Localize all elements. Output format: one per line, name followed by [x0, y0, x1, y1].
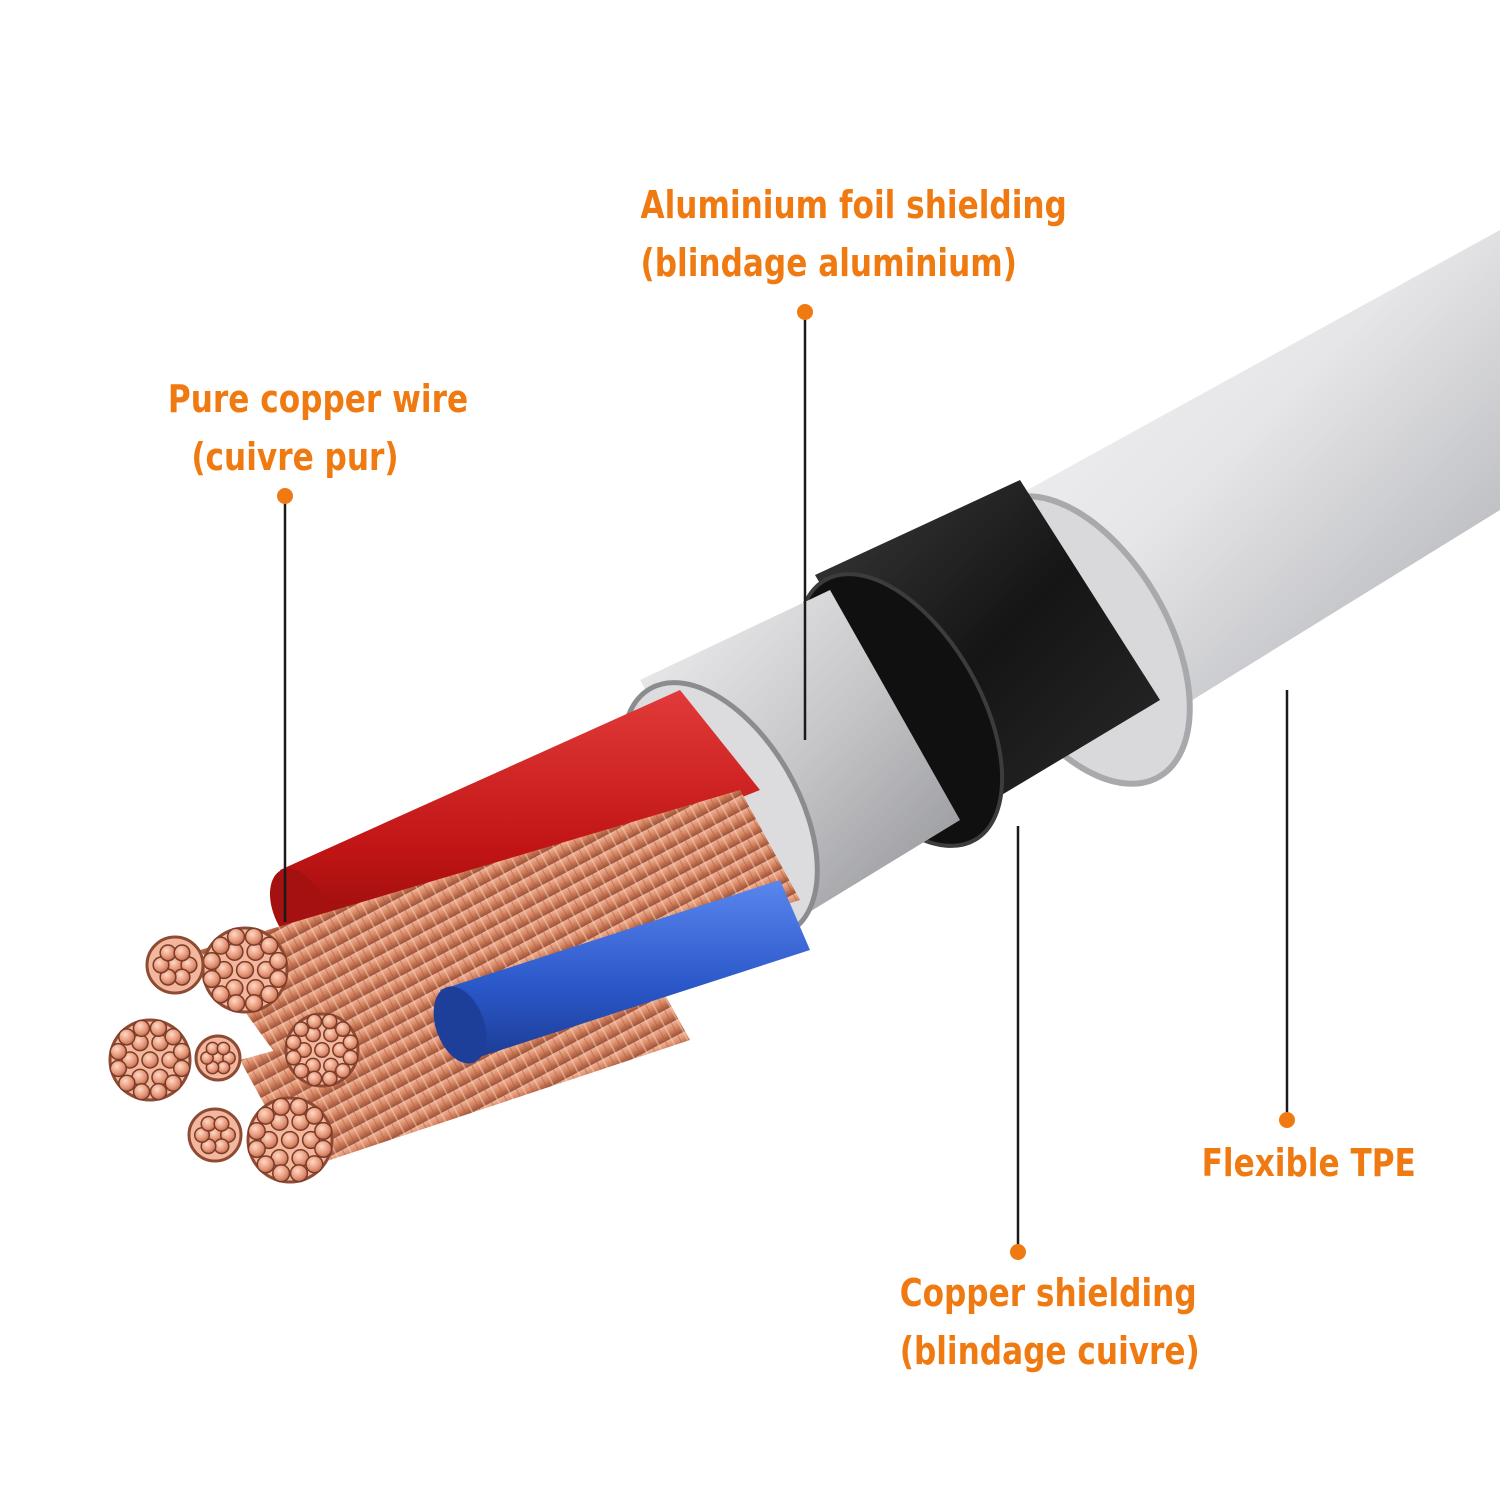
copper-strand: [202, 951, 221, 971]
copper-strand: [314, 1042, 330, 1058]
copper-strand: [334, 1021, 351, 1038]
copper-strand: [244, 994, 264, 1013]
copper-strand: [342, 1034, 359, 1051]
copper-strand: [141, 1051, 159, 1069]
copper-strand: [244, 927, 264, 946]
copper-strand: [289, 1097, 309, 1116]
copper-strand: [211, 936, 230, 955]
copper-strand: [256, 960, 276, 980]
copper-strand: [334, 1062, 351, 1079]
callout-aluminium-foil-line1: Aluminium foil shielding: [640, 183, 1067, 227]
blue-core: [433, 880, 810, 1064]
leader-dot-copper-shielding: [1010, 1244, 1026, 1260]
callout-tpe-line1: Flexible TPE: [1201, 1141, 1416, 1185]
callout-copper-shielding-line2: (blindage cuivre): [899, 1329, 1200, 1373]
copper-strand: [247, 1121, 266, 1141]
copper-strand: [306, 1070, 323, 1087]
copper-strand: [132, 1019, 151, 1038]
copper-strand: [226, 994, 246, 1013]
callout-copper-shielding: Copper shielding (blindage cuivre): [899, 1264, 1200, 1380]
copper-strand: [269, 969, 288, 989]
copper-strand: [305, 1155, 324, 1174]
copper-strand: [226, 927, 246, 946]
copper-strand: [118, 1028, 136, 1046]
copper-strand: [211, 985, 230, 1004]
copper-strand: [161, 1051, 179, 1069]
copper-strand: [296, 1042, 312, 1058]
copper-strand: [260, 985, 279, 1004]
leader-dot-copper-wire: [277, 488, 293, 504]
copper-strand: [149, 1019, 168, 1038]
copper-strand: [271, 1164, 291, 1183]
copper-strand: [164, 1028, 182, 1046]
copper-strand: [202, 969, 221, 989]
copper-strand: [118, 1074, 136, 1092]
copper-strand: [172, 1059, 191, 1078]
copper-strand: [306, 1013, 323, 1030]
copper-strand: [285, 1034, 302, 1051]
copper-strand: [121, 1051, 139, 1069]
copper-strand: [259, 1130, 279, 1150]
copper-strand: [260, 936, 279, 955]
copper-strand: [164, 1074, 182, 1092]
copper-strand: [342, 1049, 359, 1066]
callout-aluminium-foil: Aluminium foil shielding (blindage alumi…: [640, 176, 1067, 292]
leader-dot-aluminium: [797, 304, 813, 320]
copper-strand: [172, 1042, 191, 1061]
copper-strand: [289, 1164, 309, 1183]
copper-strand: [321, 1070, 338, 1087]
copper-strand: [132, 1082, 151, 1101]
copper-strand: [214, 960, 234, 980]
leader-lines: [277, 304, 1295, 1260]
copper-strand: [305, 1106, 324, 1125]
callout-tpe: Flexible TPE: [1201, 1134, 1416, 1192]
copper-strand: [301, 1130, 321, 1150]
copper-strand: [216, 1041, 231, 1056]
callout-aluminium-foil-line2: (blindage aluminium): [640, 241, 1018, 285]
copper-strand: [256, 1106, 275, 1125]
copper-strand: [213, 1115, 230, 1132]
copper-strand: [269, 951, 288, 971]
copper-strand: [332, 1042, 348, 1058]
copper-strand: [109, 1042, 128, 1061]
copper-strand: [109, 1059, 128, 1078]
copper-strand: [314, 1121, 333, 1141]
copper-strand: [271, 1097, 291, 1116]
copper-strand: [247, 1139, 266, 1159]
callout-copper-shielding-line1: Copper shielding: [899, 1271, 1197, 1315]
callout-copper-wire-line2: (cuivre pur): [191, 435, 399, 479]
copper-strand: [149, 1082, 168, 1101]
copper-strand: [293, 1062, 310, 1079]
copper-strand: [321, 1013, 338, 1030]
conductor-ends: [108, 926, 360, 1184]
copper-strand: [280, 1130, 300, 1150]
callout-copper-wire-line1: Pure copper wire: [167, 377, 469, 421]
copper-strand: [314, 1139, 333, 1159]
copper-strand: [256, 1155, 275, 1174]
copper-strand: [173, 944, 191, 962]
copper-strand: [293, 1021, 310, 1038]
leader-dot-tpe: [1279, 1112, 1295, 1128]
callout-copper-wire: Pure copper wire (cuivre pur): [167, 370, 469, 486]
copper-strand: [235, 960, 255, 980]
copper-strand: [285, 1049, 302, 1066]
